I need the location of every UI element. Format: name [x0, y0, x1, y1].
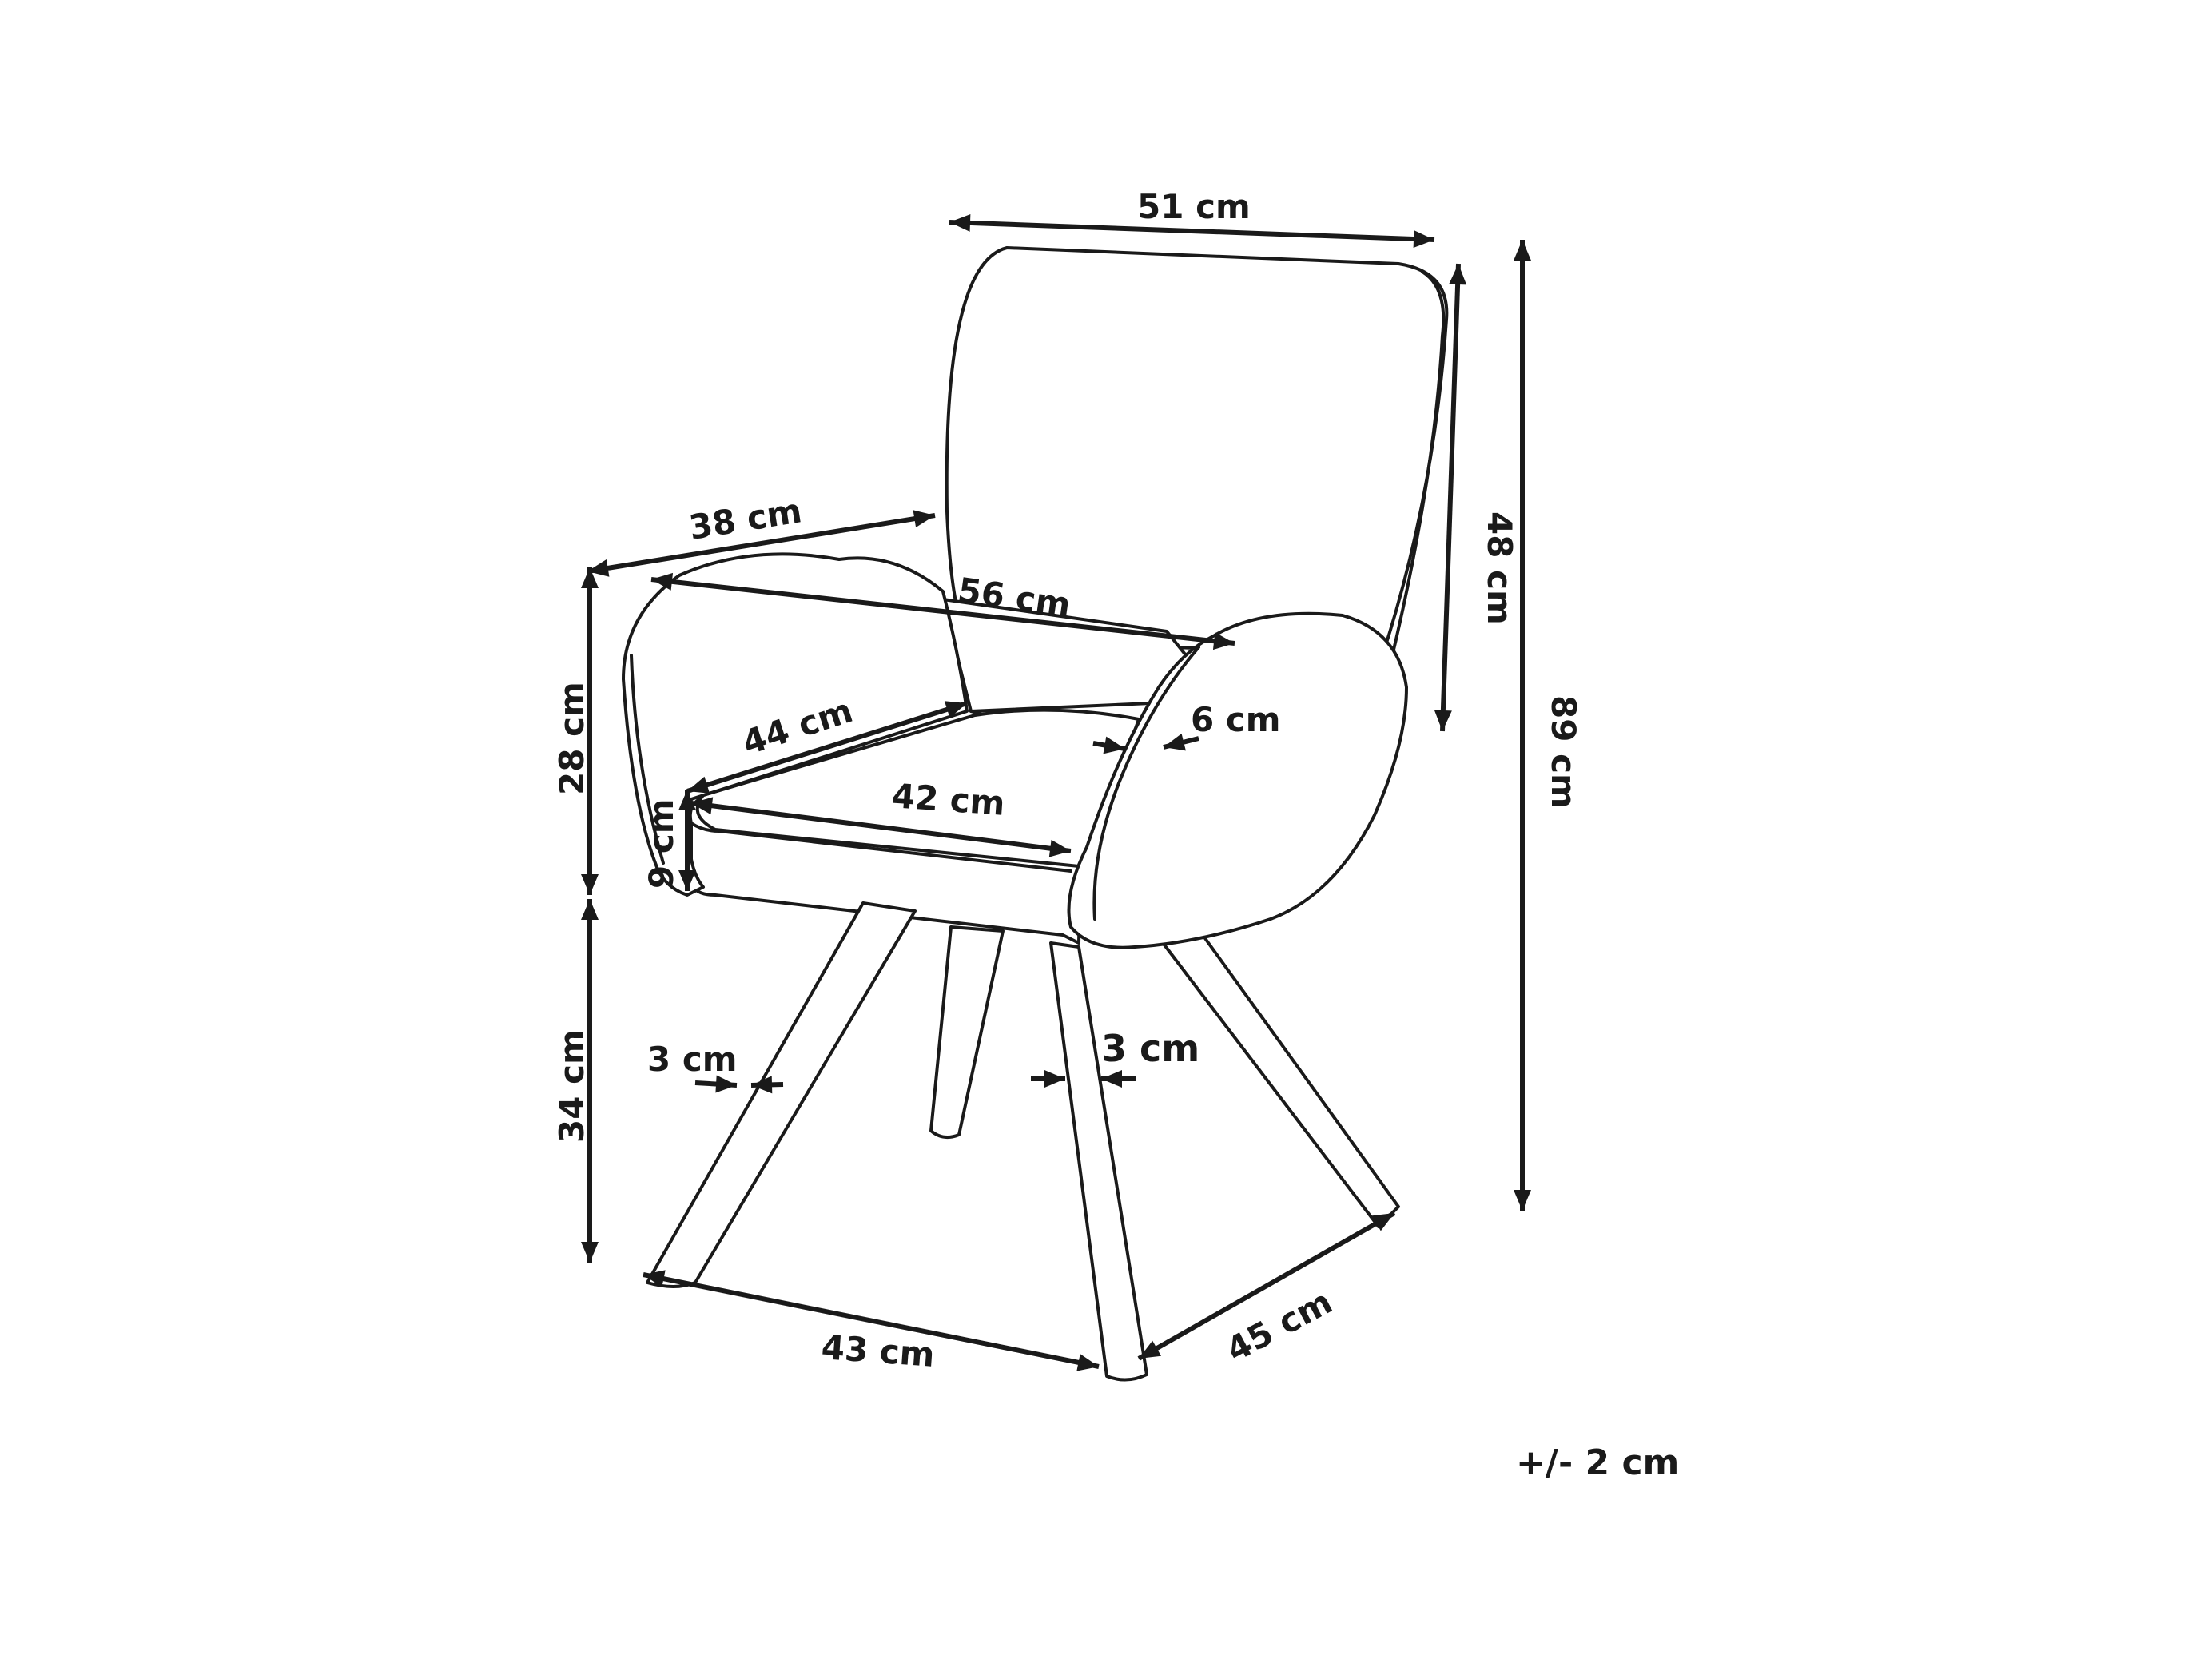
- armrest-thickness-arrow-right-arrow-end: [1164, 734, 1186, 751]
- backrest-side-seam: [1389, 270, 1446, 665]
- seat-width-line: [690, 801, 1072, 853]
- seat-thickness-line-arrow-end: [678, 870, 696, 891]
- base-width-line: [643, 1272, 1100, 1369]
- leg-width-left-arrow-right-arrow-end: [751, 1076, 773, 1094]
- seat-width-line-arrow-start: [691, 797, 714, 815]
- base-width-label: 43 cm: [820, 1327, 936, 1375]
- base-width-line-arrow-end: [1076, 1354, 1099, 1371]
- front-right-leg: [1049, 941, 1148, 1382]
- seat-thickness-line-arrow-start: [678, 790, 696, 810]
- base-width-line-arrow-start: [643, 1270, 666, 1287]
- armrest-height-line-arrow-start: [581, 567, 599, 588]
- backrest-width-line-arrow-start: [949, 213, 971, 232]
- total-width-line: [650, 577, 1235, 646]
- base-depth-line: [1137, 1211, 1396, 1361]
- seat-top: [695, 708, 1140, 869]
- base-depth-label: 45 cm: [1220, 1282, 1339, 1370]
- total-height-line-arrow-start: [1514, 240, 1531, 261]
- armrest-height-line-arrow-end: [581, 874, 599, 895]
- backrest-width-line-arrow-end: [1413, 230, 1434, 249]
- front-left-leg: [646, 901, 917, 1288]
- total-width-line-arrow-end: [1212, 632, 1235, 650]
- leg-width-right-arrow-left-arrow-end: [1044, 1070, 1065, 1088]
- leg-width-left-label: 3 cm: [647, 1040, 738, 1079]
- leg-width-right-label: 3 cm: [1101, 1027, 1199, 1070]
- dimension-lines: [581, 213, 1531, 1371]
- backrest-height-line-arrow-start: [1449, 264, 1467, 285]
- seat-height-label: 34 cm: [552, 1029, 591, 1143]
- armrest-height-label: 28 cm: [552, 682, 591, 795]
- seat-depth-line-arrow-start: [687, 776, 710, 794]
- armrest-thickness-arrow-left-arrow-end: [1103, 736, 1125, 754]
- tolerance-note: +/- 2 cm: [1516, 1442, 1679, 1483]
- seat-width-label: 42 cm: [890, 776, 1006, 823]
- base-depth-line-arrow-start: [1139, 1340, 1162, 1359]
- leg-width-right-arrow-right-arrow-end: [1101, 1070, 1122, 1088]
- left-armrest-seam: [630, 654, 665, 865]
- base-depth-line-arrow-end: [1371, 1213, 1394, 1231]
- back-left-leg: [929, 925, 1005, 1140]
- armrest-depth-line-arrow-end: [913, 510, 935, 527]
- seat-width-line-arrow-end: [1048, 839, 1071, 857]
- total-width-line-arrow-start: [651, 572, 674, 591]
- leg-width-left-arrow-left-arrow-end: [715, 1075, 737, 1093]
- backrest-width-label: 51 cm: [1137, 187, 1251, 226]
- seat-height-line-arrow-end: [581, 1242, 599, 1263]
- backrest-height-line-arrow-end: [1434, 710, 1452, 731]
- seat-height-line-arrow-start: [581, 899, 599, 920]
- seat-depth-line-arrow-end: [944, 701, 967, 718]
- seat-thickness-label: 9 cm: [642, 798, 681, 889]
- backrest-height-line: [1440, 263, 1461, 732]
- backrest-height-label: 48 cm: [1480, 511, 1519, 625]
- armrest-depth-line: [587, 513, 936, 574]
- armrest-depth-line-arrow-start: [587, 559, 610, 577]
- armrest-thickness-label: 6 cm: [1191, 700, 1281, 739]
- chair-drawing: [622, 246, 1449, 1382]
- total-height-label: 89 cm: [1544, 695, 1583, 809]
- total-height-line-arrow-end: [1514, 1190, 1531, 1211]
- right-armrest-inner: [1092, 646, 1200, 921]
- right-armrest: [1067, 611, 1408, 949]
- back-right-leg: [1149, 925, 1400, 1228]
- seat-depth-line: [686, 701, 968, 794]
- backrest-width-line: [949, 220, 1435, 242]
